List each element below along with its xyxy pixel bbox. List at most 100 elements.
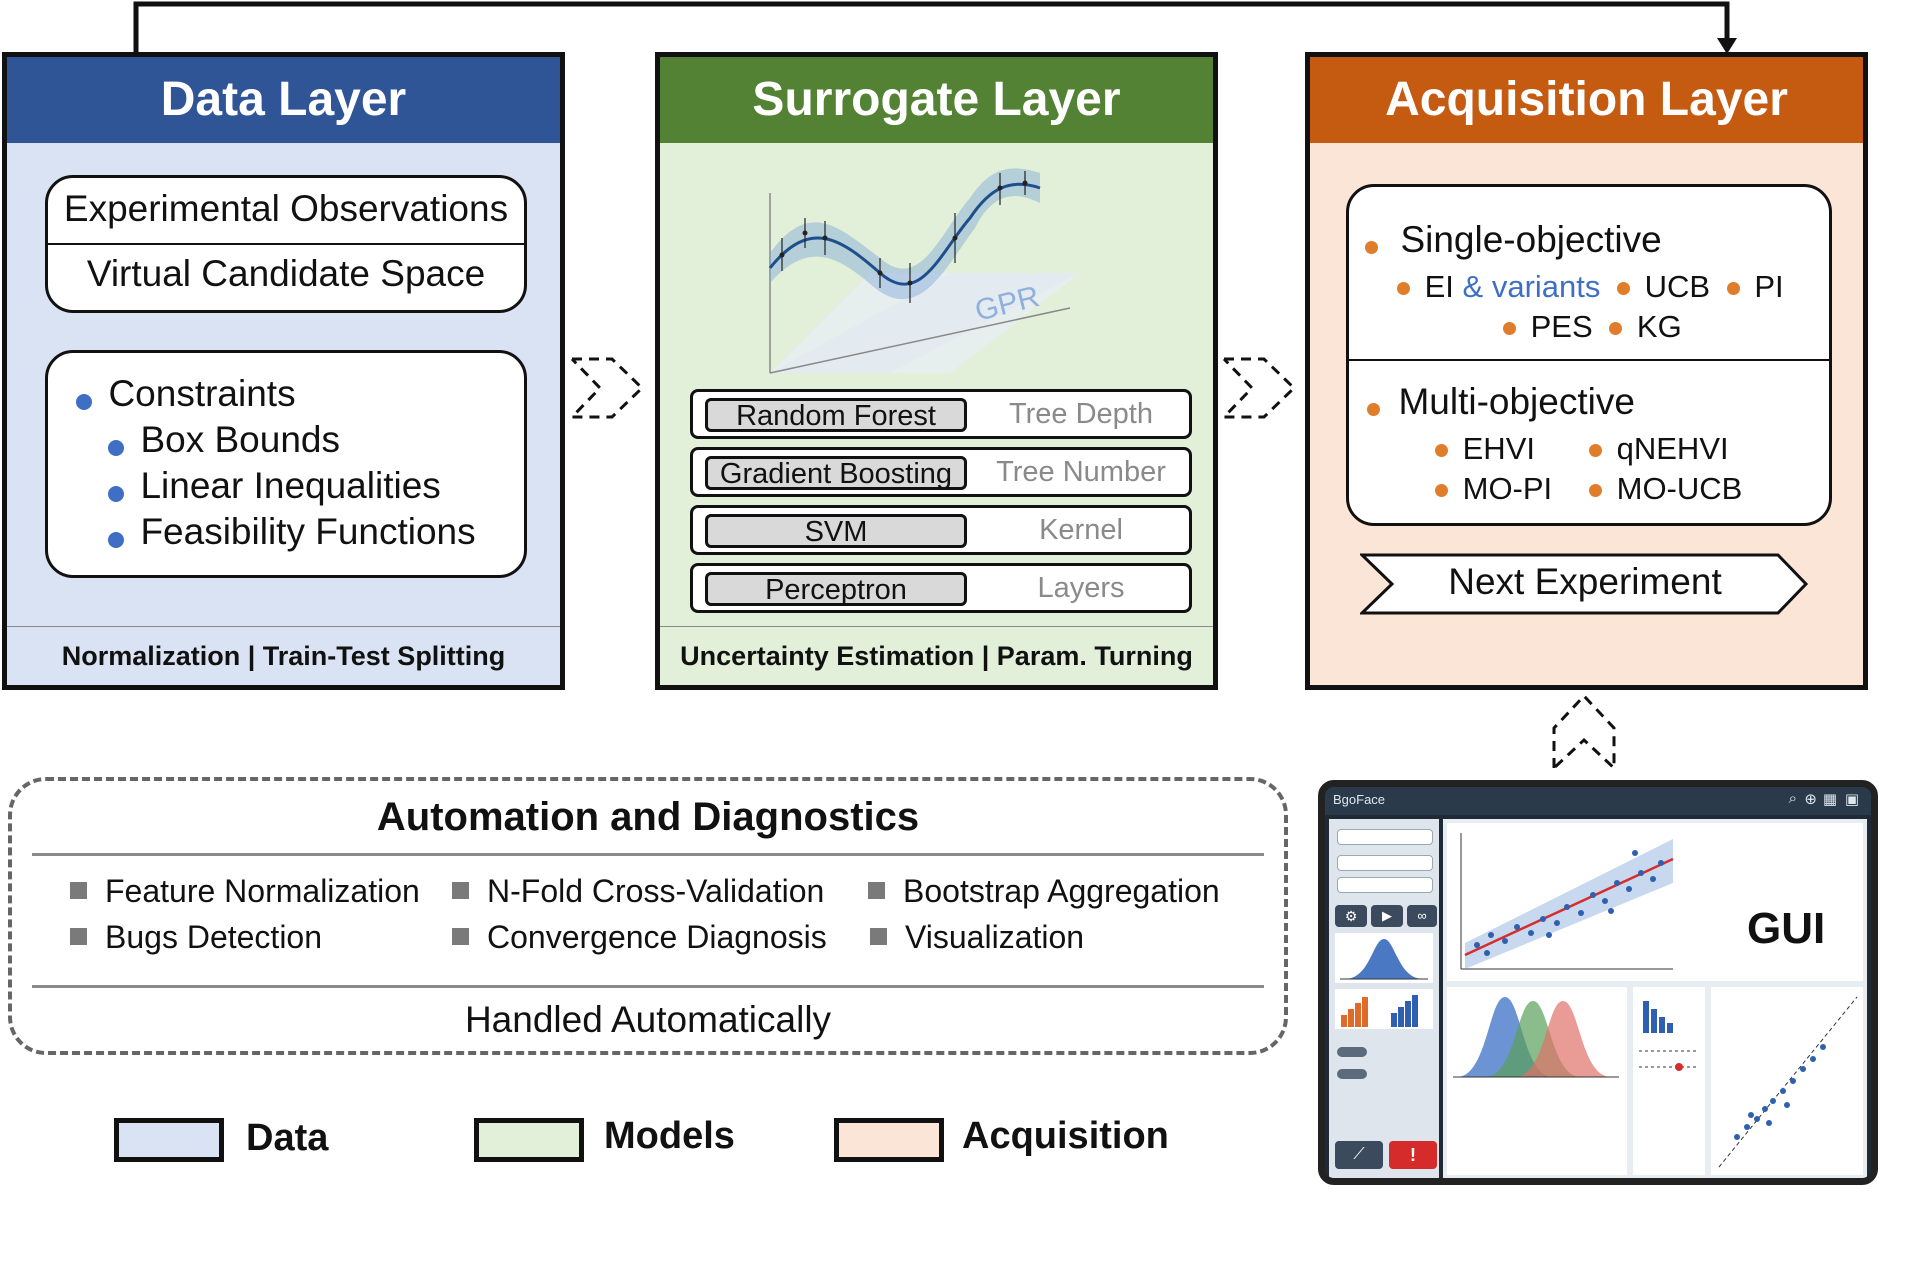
bullet-icon [1435,444,1448,458]
automation-diagnostics-box: Automation and Diagnostics Feature Norma… [8,777,1288,1055]
automation-footer: Handled Automatically [464,999,832,1040]
legend-label-acquisition: Acquisition [962,1115,1169,1157]
model-param: Tree Number [996,456,1166,488]
next-experiment-banner[interactable]: Next Experiment [1360,552,1810,616]
data-inputs-box: Experimental Observations Virtual Candid… [45,175,527,313]
virtual-candidate-space-label: Virtual Candidate Space [86,253,486,294]
multi-item: EHVI [1435,431,1535,467]
acq-item: UCB [1644,269,1711,304]
dashed-chevron-arrow [1220,357,1297,419]
gui-window: BgoFace ⌕ ⊕ ▦ ▣ ⚙ ▶ ∞ ⟋ ! [1318,780,1878,1185]
feedback-arrow [133,1,1737,54]
diagnostic-item: Feature Normalization [70,873,420,910]
acq-divider [1349,359,1829,361]
constraint-item: Box Bounds [108,419,340,461]
dashed-chevron-arrow [568,357,645,419]
zoom-icon[interactable]: ⊕ [1804,791,1817,808]
bullet-icon [1617,282,1631,296]
square-bullet-icon [452,882,469,900]
bullet-icon [108,439,124,456]
settings-button[interactable]: ⚙ [1335,905,1367,927]
data-layer-footer: Normalization | Train-Test Splitting [7,626,560,685]
toggle-switch[interactable] [1337,1047,1367,1057]
acq-item: KG [1636,309,1682,344]
model-param: Tree Depth [1009,398,1153,430]
histogram-thumbnail [1335,989,1433,1029]
gui-app-title: BgoFace [1333,792,1386,807]
acq-item: PI [1754,269,1784,304]
dashed-up-arrow [1552,693,1616,772]
acq-item: PES [1530,309,1593,344]
toggle-switch[interactable] [1337,1069,1367,1079]
constraints-box: Constraints Box Bounds Linear Inequaliti… [45,350,527,578]
automation-top-divider [32,853,1264,856]
trend-button[interactable]: ⟋ [1335,1141,1383,1169]
experimental-observations-label: Experimental Observations [63,188,509,229]
bullet-icon [1397,282,1410,296]
automation-title: Automation and Diagnostics [376,795,920,839]
square-bullet-icon [868,882,885,900]
constraints-heading: Constraints [76,373,296,415]
surrogate-layer: Surrogate Layer GPR Random Forest Tree D… [655,52,1218,690]
next-experiment-label: Next Experiment [1448,561,1722,602]
square-bullet-icon [452,928,469,946]
legend-swatch-models [474,1118,584,1162]
data-layer: Data Layer Experimental Observations Vir… [2,52,565,690]
grid-icon[interactable]: ▦ [1822,791,1837,808]
bullet-icon [108,485,124,502]
square-bullet-icon [870,928,887,946]
gui-slider[interactable] [1337,855,1433,871]
gui-sidebar: ⚙ ▶ ∞ ⟋ ! [1329,819,1439,1178]
bullet-icon [1589,484,1602,498]
bullet-icon [76,393,92,410]
legend-swatch-acquisition [834,1118,944,1162]
alert-button[interactable]: ! [1389,1141,1437,1169]
link-button[interactable]: ∞ [1407,905,1437,927]
data-layer-title: Data Layer [7,57,560,143]
legend-swatch-data [114,1118,224,1162]
automation-bottom-divider [32,985,1264,988]
acquisition-layer-title: Acquisition Layer [1310,57,1863,143]
play-button[interactable]: ▶ [1371,905,1403,927]
model-row-random-forest[interactable]: Random Forest Tree Depth [690,389,1192,439]
bullet-icon [1365,241,1378,255]
multi-item: qNEHVI [1589,431,1729,467]
multi-objective-heading: Multi-objective [1367,381,1635,423]
acquisition-functions-box: Single-objective EI & variants UCB PI PE… [1346,184,1832,526]
gui-main-panel: GUI [1443,819,1867,1178]
gui-label: GUI [1747,904,1825,953]
multi-item: MO-PI [1435,471,1552,507]
single-objective-list: EI & variants UCB PI [1397,269,1784,305]
model-row-svm[interactable]: SVM Kernel [690,505,1192,555]
diagnostic-item: Visualization [870,919,1084,956]
model-name: Perceptron [705,572,967,606]
gaussian-thumbnail [1335,933,1433,983]
bullet-icon [1726,282,1740,296]
single-objective-list-2: PES KG [1503,309,1682,345]
save-icon[interactable]: ▣ [1844,791,1859,808]
bullet-icon [1589,444,1602,458]
legend-label-data: Data [246,1117,329,1159]
constraint-item: Linear Inequalities [108,465,441,507]
square-bullet-icon [70,928,87,946]
legend-label-models: Models [604,1115,735,1157]
constraint-item: Feasibility Functions [108,511,476,553]
model-row-perceptron[interactable]: Perceptron Layers [690,563,1192,613]
diagnostic-item: Bootstrap Aggregation [868,873,1220,910]
diagnostic-item: N-Fold Cross-Validation [452,873,824,910]
model-param: Layers [1037,572,1125,604]
model-row-gradient-boosting[interactable]: Gradient Boosting Tree Number [690,447,1192,497]
bullet-icon [1367,403,1380,417]
search-icon[interactable]: ⌕ [1788,790,1797,807]
distribution-plots [1447,987,1863,1175]
diagnostic-item: Convergence Diagnosis [452,919,827,956]
acquisition-layer: Acquisition Layer Single-objective EI & … [1305,52,1868,690]
model-param: Kernel [1039,514,1123,546]
gui-slider[interactable] [1337,877,1433,893]
model-name: Gradient Boosting [705,456,967,490]
surrogate-layer-title: Surrogate Layer [660,57,1213,143]
chevron-banner-shape [1360,553,1809,615]
bullet-icon [1503,322,1516,336]
gui-dropdown[interactable] [1337,829,1433,845]
gui-titlebar: BgoFace ⌕ ⊕ ▦ ▣ [1325,787,1871,815]
